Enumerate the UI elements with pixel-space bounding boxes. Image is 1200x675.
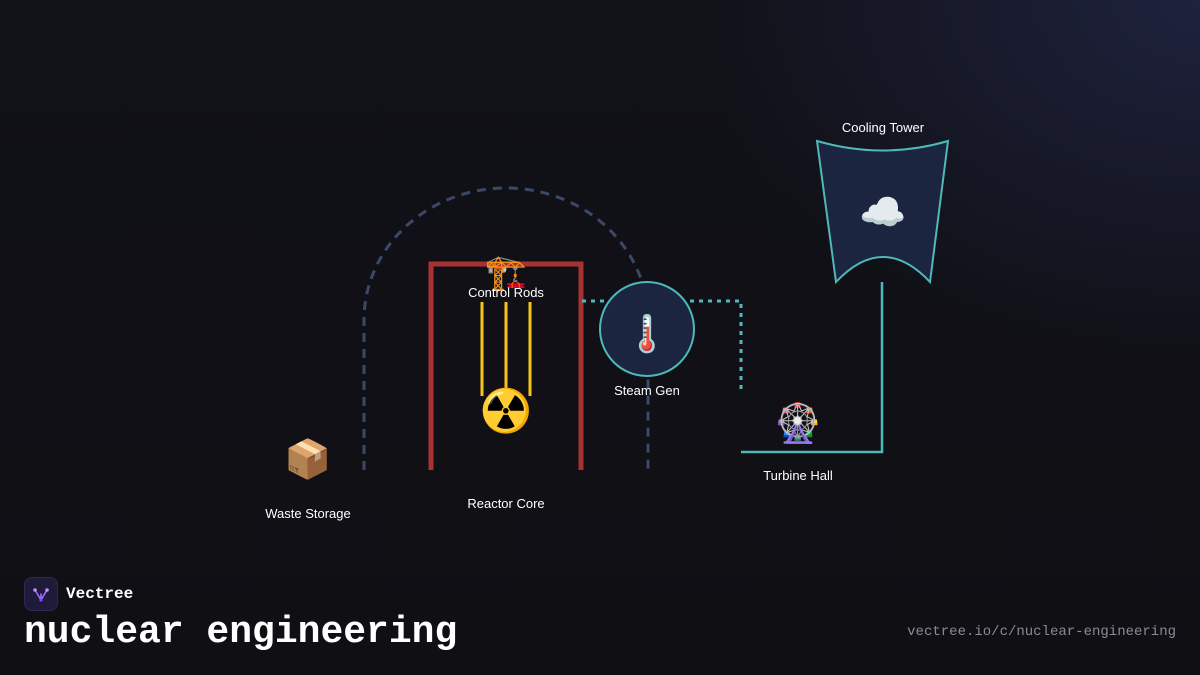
page-url[interactable]: vectree.io/c/nuclear-engineering — [907, 624, 1176, 640]
cooling-tower-label: Cooling Tower — [842, 120, 925, 135]
reactor-core-label: Reactor Core — [467, 496, 544, 511]
brand[interactable]: Vectree — [24, 577, 133, 611]
ferris-wheel-icon: 🎡 — [774, 401, 821, 445]
condenser-return-line — [741, 282, 884, 454]
steam-gen-shape — [599, 281, 695, 377]
page-title: nuclear engineering — [24, 611, 458, 654]
steam-gen-label: Steam Gen — [614, 383, 680, 398]
cloud-icon: ☁️ — [859, 190, 906, 234]
control-rods-label: Control Rods — [468, 285, 544, 300]
crane-icon: 🏗️ — [485, 253, 527, 293]
brand-name: Vectree — [66, 585, 134, 603]
package-icon: 📦 — [284, 437, 331, 481]
radioactive-icon: ☢️ — [480, 386, 532, 435]
thermometer-icon: 🌡️ — [625, 313, 670, 355]
turbine-hall-label: Turbine Hall — [763, 468, 833, 483]
waste-storage-label: Waste Storage — [265, 506, 351, 521]
cooling-tower-shape — [815, 139, 950, 285]
control-rods-group — [480, 302, 532, 396]
vectree-logo-icon — [24, 577, 58, 611]
steam-line — [582, 299, 743, 392]
containment-structure — [428, 261, 584, 470]
